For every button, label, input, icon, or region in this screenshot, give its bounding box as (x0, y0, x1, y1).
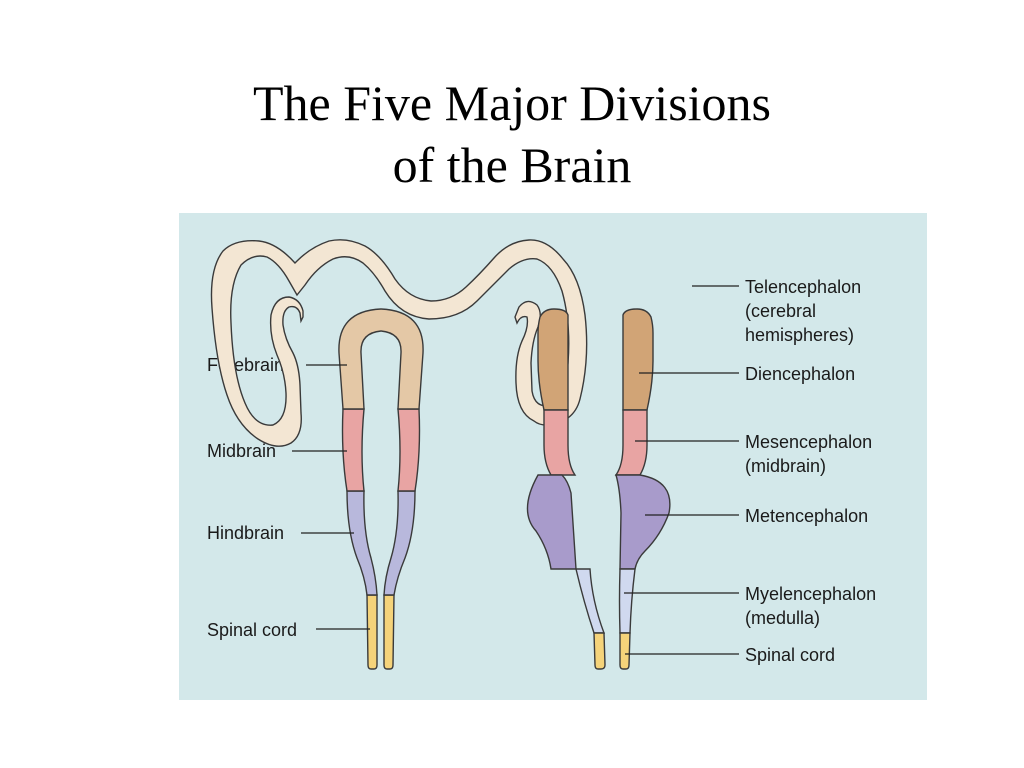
left-midbrain-left-limb (341, 408, 365, 492)
left-hindbrain-right-limb (383, 490, 416, 596)
label-mesencephalon-line-2: (midbrain) (745, 456, 826, 476)
left-forebrain-vesicle (338, 308, 424, 410)
right-spinal-cord-left-limb (593, 632, 606, 670)
brain-divisions-diagram: Forebrain Midbrain Hindbrain Spinal cord… (179, 213, 927, 700)
label-left-spinal-cord: Spinal cord (207, 620, 297, 640)
cerebral-hemispheres (210, 239, 588, 447)
label-mesencephalon-line-1: Mesencephalon (745, 432, 872, 452)
label-myelencephalon-line-1: Myelencephalon (745, 584, 876, 604)
title-line-1: The Five Major Divisions (252, 75, 772, 131)
label-diencephalon: Diencephalon (745, 364, 855, 384)
right-spinal-cord-right-limb (619, 632, 631, 670)
label-telencephalon-line-2: (cerebral (745, 301, 816, 321)
label-midbrain: Midbrain (207, 441, 276, 461)
left-spinal-cord-left-limb (366, 594, 378, 670)
metencephalon-right (615, 474, 671, 570)
label-mesencephalon: Mesencephalon (midbrain) (745, 432, 877, 476)
label-telencephalon: Telencephalon (cerebral hemispheres) (745, 277, 866, 345)
diagram-panel: Forebrain Midbrain Hindbrain Spinal cord… (179, 213, 927, 700)
label-right-spinal-cord-line-1: Spinal cord (745, 645, 835, 665)
label-right-spinal-cord: Spinal cord (745, 645, 835, 665)
diencephalon-right (622, 308, 654, 411)
label-metencephalon-line-1: Metencephalon (745, 506, 868, 526)
diencephalon-left (537, 308, 569, 411)
label-myelencephalon-line-2: (medulla) (745, 608, 820, 628)
label-metencephalon: Metencephalon (745, 506, 868, 526)
page-title: The Five Major Divisions of the Brain (0, 72, 1024, 196)
label-myelencephalon: Myelencephalon (medulla) (745, 584, 881, 628)
label-telencephalon-line-1: Telencephalon (745, 277, 861, 297)
label-diencephalon-line-1: Diencephalon (745, 364, 855, 384)
title-line-2: of the Brain (392, 137, 632, 193)
left-midbrain-right-limb (397, 408, 421, 492)
label-hindbrain: Hindbrain (207, 523, 284, 543)
three-vesicle-tube (338, 308, 424, 670)
five-vesicle-tube (210, 239, 671, 670)
left-hindbrain-left-limb (346, 490, 378, 596)
label-telencephalon-line-3: hemispheres) (745, 325, 854, 345)
metencephalon-left (526, 474, 577, 570)
mesencephalon-left (543, 409, 577, 476)
left-spinal-cord-right-limb (383, 594, 395, 670)
